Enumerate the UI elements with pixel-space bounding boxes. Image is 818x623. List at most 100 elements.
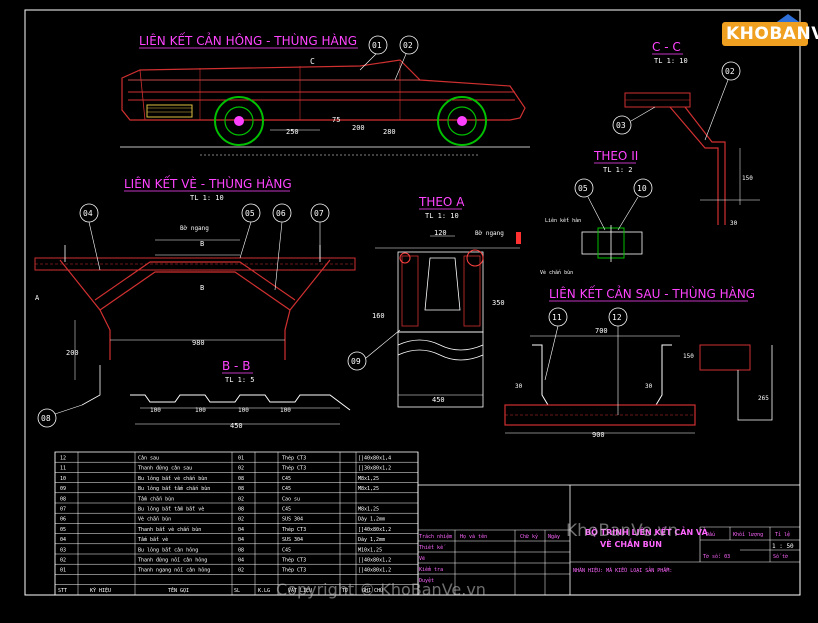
tb-col-name: Họ và tên	[460, 533, 487, 540]
bom-spec-11: []30x80x1,2	[358, 466, 391, 472]
bom-stt-07: 07	[60, 507, 66, 513]
section-bb-title: B - B	[222, 359, 250, 373]
bom-name-07: Bu lông bắt tấm bắt vè	[138, 506, 204, 513]
callout-02-cc: 02	[725, 67, 735, 76]
bom-qty-11: 02	[238, 466, 244, 472]
bom-stt-09: 09	[60, 486, 66, 492]
fender-joint-view: LIÊN KẾT VÈ - THÙNG HÀNG TL 1: 10 Bờ nga…	[34, 175, 356, 428]
rear-dim-30-left: 30	[515, 383, 523, 390]
rear-joint-view: LIÊN KẾT CẢN SAU - THÙNG HÀNG 700 900 15…	[504, 285, 773, 439]
title-block: Trách nhiệm Thiết kế Vẽ Kiểm tra Duyệt H…	[417, 484, 801, 596]
tb-scale-label: Tỉ lệ	[775, 531, 790, 538]
callout-11: 11	[552, 313, 562, 322]
bom-name-05: Thanh bắt vè chắn bùn	[138, 526, 201, 533]
view-ii-weld-label: Liên kết hàn	[545, 217, 581, 224]
fender-joint-title: LIÊN KẾT VÈ - THÙNG HÀNG	[124, 175, 292, 191]
bom-name-03: Bu lông bắt cản hông	[138, 546, 198, 553]
bom-spec-03: M10x1,25	[358, 547, 382, 553]
callout-12: 12	[612, 313, 622, 322]
fender-dim-980: 980	[192, 339, 205, 347]
bom-spec-04: Dày 1,2mm	[358, 536, 385, 543]
fender-dim-200: 200	[66, 349, 79, 357]
bom-qty-05: 04	[238, 527, 244, 533]
view-a-dim-120: 120	[434, 229, 447, 237]
bb-dim-2: 100	[195, 407, 206, 414]
view-a-beam-label: Bờ ngang	[475, 230, 504, 237]
bom-stt-10: 10	[60, 476, 66, 482]
bom-spec-12: []40x80x1,4	[358, 456, 391, 462]
bom-header-2: TÊN GỌI	[168, 586, 189, 594]
bom-header-6: TỜ	[342, 587, 348, 594]
bom-header-3: SL	[234, 588, 240, 594]
rear-joint-title: LIÊN KẾT CẢN SAU - THÙNG HÀNG	[549, 285, 755, 301]
bb-dim-3: 100	[238, 407, 249, 414]
rear-dim-150: 150	[683, 353, 694, 360]
bom-name-10: Bu lông bắt vè chắn bùn	[138, 475, 207, 482]
front-wheel	[214, 96, 264, 146]
callout-05-ii: 05	[578, 184, 588, 193]
callout-05-fender: 05	[245, 209, 255, 218]
bom-name-09: Bu lông bắt tấm chắn bùn	[138, 485, 210, 492]
bom-header-1: KÝ HIỆU	[90, 586, 111, 594]
view-a-title: THEO A	[418, 195, 465, 209]
watermark-copyright: Copyright © KhoBanVe.vn	[276, 580, 486, 599]
bom-spec-05: []40x80x1,2	[358, 527, 391, 533]
rear-dim-265: 265	[758, 395, 769, 402]
bom-qty-09: 08	[238, 486, 244, 492]
bom-header-4: K.LG	[258, 588, 270, 594]
front-joint-title: LIÊN KẾT CẢN HÔNG - THÙNG HÀNG	[139, 32, 357, 48]
bom-name-04: Tấm bắt vè	[138, 536, 168, 543]
view-a-dim-350: 350	[492, 299, 505, 307]
view-ii-title: THEO II	[593, 149, 638, 163]
bom-material-11: Thép CT3	[282, 465, 306, 472]
bom-material-06: SUS 304	[282, 517, 303, 523]
bom-name-06: Vè chắn bùn	[138, 516, 171, 523]
tb-role-design: Thiết kế	[419, 544, 446, 551]
tb-drawing-title-1: BỘ TRÌNH LIÊN KẾT CẢN VÀ	[585, 525, 709, 537]
bom-header-7: GHI CHÚ	[362, 587, 383, 594]
tb-drawing-title-2: VÈ CHẮN BÙN	[600, 537, 662, 549]
bom-stt-12: 12	[60, 456, 66, 462]
callout-07: 07	[314, 209, 324, 218]
bom-name-08: Tấm chắn bùn	[138, 495, 174, 502]
fender-joint-scale: TL 1: 10	[190, 194, 224, 202]
bom-qty-10: 08	[238, 476, 244, 482]
bb-dim-4: 100	[280, 407, 291, 414]
bom-stt-04: 04	[60, 537, 66, 543]
tb-role-draw: Vẽ	[419, 556, 425, 562]
view-a-dim-450: 450	[432, 396, 445, 404]
bom-material-02: Thép CT3	[282, 557, 306, 564]
view-a-scale: TL 1: 10	[425, 212, 459, 220]
bom-spec-06: Dày 1,2mm	[358, 516, 385, 523]
bom-header-5: VẬT LIỆU	[288, 586, 312, 594]
fender-section-a: A	[35, 294, 40, 302]
callout-04: 04	[83, 209, 93, 218]
bom-header-0: STT	[58, 588, 67, 594]
bom-name-01: Thanh ngang nối cản hông	[138, 567, 210, 574]
bom-qty-06: 02	[238, 517, 244, 523]
section-cc-title: C - C	[652, 40, 681, 54]
bom-name-11: Thanh đứng cản sau	[138, 465, 192, 472]
bom-stt-05: 05	[60, 527, 66, 533]
section-cc-scale: TL 1: 10	[654, 57, 688, 65]
bom-material-03: C45	[282, 547, 291, 553]
bom-material-12: Thép CT3	[282, 455, 306, 462]
tb-role-responsibility: Trách nhiệm	[419, 533, 452, 540]
bom-qty-02: 04	[238, 558, 244, 564]
bom-qty-12: 01	[238, 456, 244, 462]
bb-dim-1: 100	[150, 407, 161, 414]
cc-dim-30: 30	[730, 220, 738, 227]
bom-stt-06: 06	[60, 517, 66, 523]
bom-stt-01: 01	[60, 568, 66, 574]
tb-col-signature: Chữ ký	[520, 533, 538, 540]
truck-dim-200: 200	[352, 124, 365, 132]
cc-dim-150: 150	[742, 175, 753, 182]
rear-dim-900: 900	[592, 431, 605, 439]
bom-spec-09: M8x1,25	[358, 486, 379, 492]
rear-dim-700: 700	[595, 327, 608, 335]
logo-roof-icon	[774, 14, 802, 24]
fender-beam-label: Bờ ngang	[180, 225, 209, 232]
bom-qty-04: 04	[238, 537, 244, 543]
khobanve-logo: KHOBANVE	[722, 14, 818, 48]
